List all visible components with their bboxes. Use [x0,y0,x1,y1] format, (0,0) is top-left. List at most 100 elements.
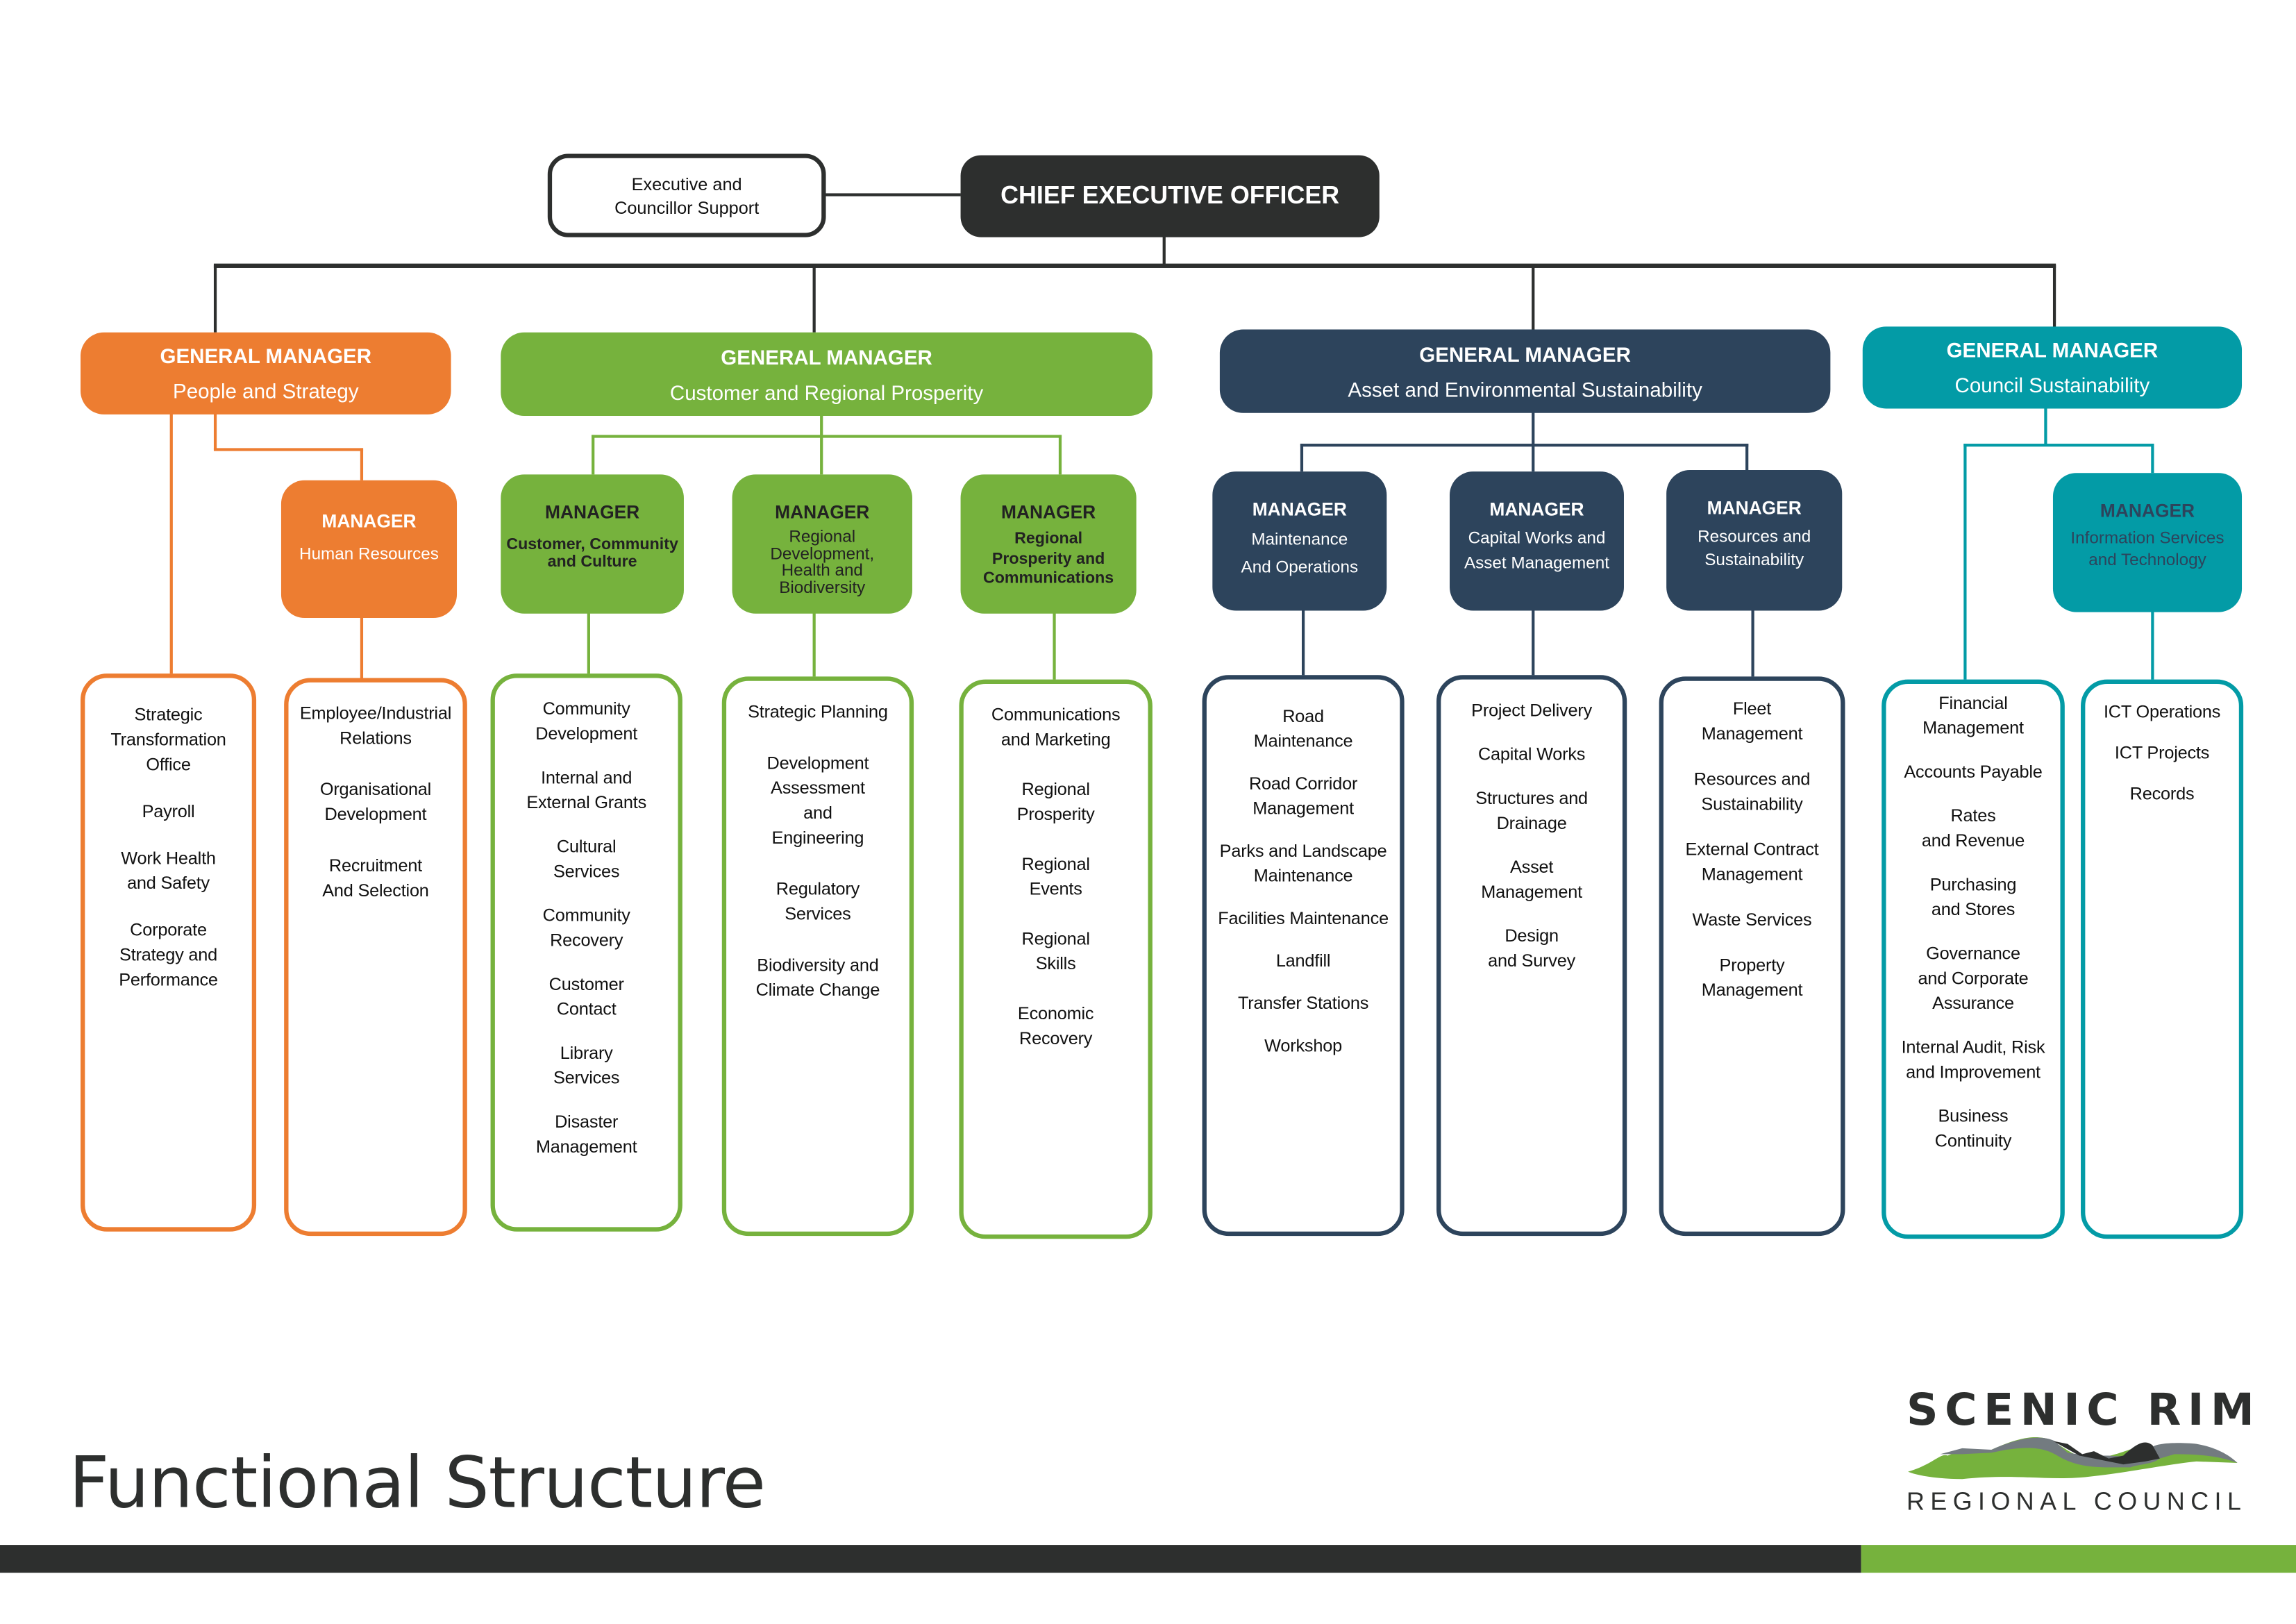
function-item: Workshop [1264,1035,1342,1056]
function-item: Landfill [1275,950,1331,971]
gm-title: GENERAL MANAGER [721,344,932,369]
function-item: Community Development [535,698,638,744]
function-item: Strategic Planning [748,701,888,722]
function-item: Structures and Drainage [1475,787,1588,834]
function-item: Development Assessment and Engineering [766,753,869,848]
manager-capital-works: MANAGER Capital Works and Asset Manageme… [1450,471,1624,611]
gm-customer-regional-prosperity: GENERAL MANAGER Customer and Regional Pr… [501,332,1153,416]
gm-people-strategy: GENERAL MANAGER People and Strategy [81,332,451,415]
manager-subtitle: Capital Works and Asset Management [1464,530,1609,573]
manager-title: MANAGER [321,511,417,532]
function-item: Organisational Development [319,779,432,825]
function-item: Resources and Sustainability [1693,769,1811,814]
manager-subtitle: Resources and Sustainability [1698,528,1811,570]
connector [213,412,217,450]
manager-customer-community-culture: MANAGER Customer, Community and Culture [501,474,684,614]
function-item: Employee/Industrial Relations [299,703,452,748]
exec-support-box: Executive and Councillor Support [547,153,826,237]
connector [824,193,961,196]
function-item: Facilities Maintenance [1218,907,1389,929]
function-item: Parks and Landscape Maintenance [1219,840,1387,887]
function-item: Customer Contact [548,973,624,1019]
connector [1300,444,1749,447]
connector [1058,435,1062,475]
manager-subtitle: Regional Prosperity and Communications [982,530,1114,587]
function-item: Regulatory Services [776,878,860,924]
function-item: ICT Projects [2114,742,2210,763]
function-item: Payroll [142,801,195,822]
function-item: Library Services [553,1042,620,1089]
function-item: Regional Prosperity [1016,779,1095,825]
manager-title: MANAGER [2100,501,2195,521]
connector [2151,610,2154,680]
connector [213,265,217,333]
connector [1532,265,1534,331]
gm-title: GENERAL MANAGER [1946,338,2159,362]
connector [2151,444,2154,474]
manager-human-resources: MANAGER Human Resources [280,480,458,619]
manager-subtitle: Human Resources [299,546,439,564]
connector [2052,265,2056,328]
connector [1532,411,1534,472]
logo-subtext: REGIONAL COUNCIL [1907,1487,2247,1516]
function-item: Fleet Management [1701,698,1803,744]
function-item: Rates and Revenue [1921,805,2025,851]
function-item: Business Continuity [1934,1105,2012,1151]
function-item: Financial Management [1922,692,2024,738]
manager-resources-sustainability: MANAGER Resources and Sustainability [1666,470,1843,611]
connector [360,448,363,480]
function-item: Asset Management [1481,856,1582,903]
manager-title: MANAGER [1252,499,1347,520]
function-item: Economic Recovery [1017,1003,1094,1049]
function-item: Records [2129,783,2195,804]
function-item: Cultural Services [553,836,620,882]
connector [169,412,173,674]
function-item: External Contract Management [1685,839,1819,885]
logo-text: SCENIC RIM [1907,1385,2261,1437]
page-title: Functional Structure [69,1442,766,1525]
function-item: Regional Skills [1021,928,1090,974]
gm-council-sustainability: GENERAL MANAGER Council Sustainability [1862,326,2243,409]
manager-subtitle: Regional Development, Health and Biodive… [770,528,875,597]
gm-title: GENERAL MANAGER [160,344,372,368]
function-item: Road Maintenance [1253,705,1353,751]
connector [587,612,589,674]
connector [1053,612,1055,680]
manager-information-services: MANAGER Information Services and Technol… [2052,473,2243,612]
connector [1300,444,1303,472]
function-item: Transfer Stations [1237,992,1369,1014]
connector [592,435,1062,438]
function-item: Community Recovery [542,905,630,951]
connector [592,435,594,475]
connector [213,448,364,451]
connector [1745,444,1748,472]
function-item: Governance and Corporate Assurance [1918,943,2029,1014]
connector [1963,444,1966,680]
function-item: Biodiversity and Climate Change [755,955,880,1001]
function-item: Work Health and Safety [121,848,216,894]
function-item: Corporate Strategy and Performance [119,919,218,990]
footer-bar-dark [0,1545,1861,1573]
function-item: Accounts Payable [1904,761,2043,782]
connector [820,414,823,475]
function-item: Internal and External Grants [526,767,647,813]
footer-bar-green [1861,1545,2296,1573]
gm-asset-environmental: GENERAL MANAGER Asset and Environmental … [1219,329,1831,413]
function-item: Capital Works [1477,744,1586,764]
manager-maintenance-operations: MANAGER Maintenance And Operations [1212,471,1387,611]
manager-regional-development: MANAGER Regional Development, Health and… [732,474,912,614]
connector [2044,407,2047,446]
manager-subtitle: Customer, Community and Culture [506,535,678,571]
manager-regional-prosperity: MANAGER Regional Prosperity and Communic… [960,474,1137,614]
manager-title: MANAGER [545,502,640,523]
